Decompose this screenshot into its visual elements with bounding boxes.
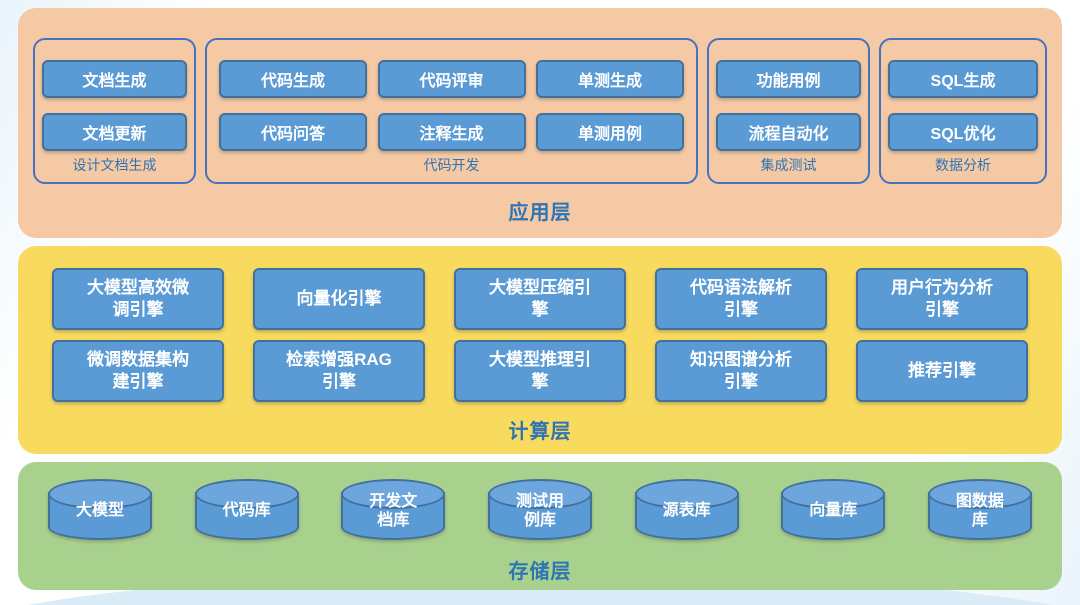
engine-recommendation: 推荐引擎 [856,340,1028,402]
app-item-function-case: 功能用例 [716,60,861,98]
store-dev-doc: 开发文 档库 [369,492,418,529]
database-cylinder-icon: 代码库 [194,479,299,540]
engine-knowledge-graph: 知识图谱分析 引擎 [655,340,827,402]
storage-layer-label: 存储层 [508,561,572,583]
app-item-code-qa: 代码问答 [219,113,367,151]
app-item-unit-test-generation: 单测生成 [536,60,684,98]
database-cylinder-icon: 测试用 例库 [487,479,592,540]
app-item-code-generation: 代码生成 [219,60,367,98]
group-label-design-doc: 设计文档生成 [72,157,157,173]
app-item-process-automation: 流程自动化 [716,113,861,151]
store-graph-db: 图数据 库 [955,492,1004,529]
app-item-sql-optimization: SQL优化 [888,113,1038,151]
application-groups: 文档生成 文档更新 设计文档生成 代码生成 代码评审 单测生成 代码问答 注释生… [18,8,1062,184]
application-layer: 文档生成 文档更新 设计文档生成 代码生成 代码评审 单测生成 代码问答 注释生… [18,8,1062,238]
engine-model-inference: 大模型推理引 擎 [454,340,626,402]
group-code-development: 代码生成 代码评审 单测生成 代码问答 注释生成 单测用例 代码开发 [205,38,698,184]
group-label-integration-testing: 集成测试 [760,157,817,173]
compute-layer: 大模型高效微 调引擎 向量化引擎 大模型压缩引 擎 代码语法解析 引擎 用户行为… [18,246,1062,454]
group-label-data-analysis: 数据分析 [935,157,991,173]
database-cylinder-icon: 向量库 [781,479,886,540]
app-item-comment-generation: 注释生成 [377,113,526,151]
app-item-doc-generation: 文档生成 [42,60,187,98]
group-integration-testing: 功能用例 流程自动化 集成测试 [707,38,870,184]
app-item-sql-generation: SQL生成 [888,60,1038,98]
store-code-repo: 代码库 [222,502,271,520]
database-cylinder-icon: 开发文 档库 [341,479,446,540]
application-layer-label: 应用层 [508,202,572,224]
store-llm: 大模型 [75,502,124,520]
group-data-analysis: SQL生成 SQL优化 数据分析 [879,38,1047,184]
engine-user-behavior-analysis: 用户行为分析 引擎 [856,268,1028,330]
engine-rows: 大模型高效微 调引擎 向量化引擎 大模型压缩引 擎 代码语法解析 引擎 用户行为… [18,246,1062,402]
store-vector: 向量库 [809,502,858,520]
engine-dataset-build: 微调数据集构 建引擎 [52,340,224,402]
engine-finetune: 大模型高效微 调引擎 [52,268,224,330]
storage-layer: 大模型 代码库 开发文 档库 测试用 例库 源表库 向量库 图数据 库 存储层 [18,462,1062,590]
app-item-code-review: 代码评审 [377,60,526,98]
engine-rag: 检索增强RAG 引擎 [253,340,425,402]
app-item-unit-test-case: 单测用例 [536,113,684,151]
store-source-table: 源表库 [662,502,711,520]
database-cylinder-icon: 源表库 [634,479,739,540]
engine-code-syntax-parse: 代码语法解析 引擎 [655,268,827,330]
app-item-doc-update: 文档更新 [42,113,187,151]
engine-vectorization: 向量化引擎 [253,268,425,330]
database-cylinder-icon: 大模型 [48,479,152,540]
group-label-code-development: 代码开发 [423,157,480,173]
database-cylinder-icon: 图数据 库 [927,479,1032,540]
group-design-doc-generation: 文档生成 文档更新 设计文档生成 [33,38,196,184]
store-test-case: 测试用 例库 [515,492,564,529]
storage-cylinders: 大模型 代码库 开发文 档库 测试用 例库 源表库 向量库 图数据 库 [18,462,1062,540]
compute-layer-label: 计算层 [508,421,572,443]
engine-model-compression: 大模型压缩引 擎 [454,268,626,330]
